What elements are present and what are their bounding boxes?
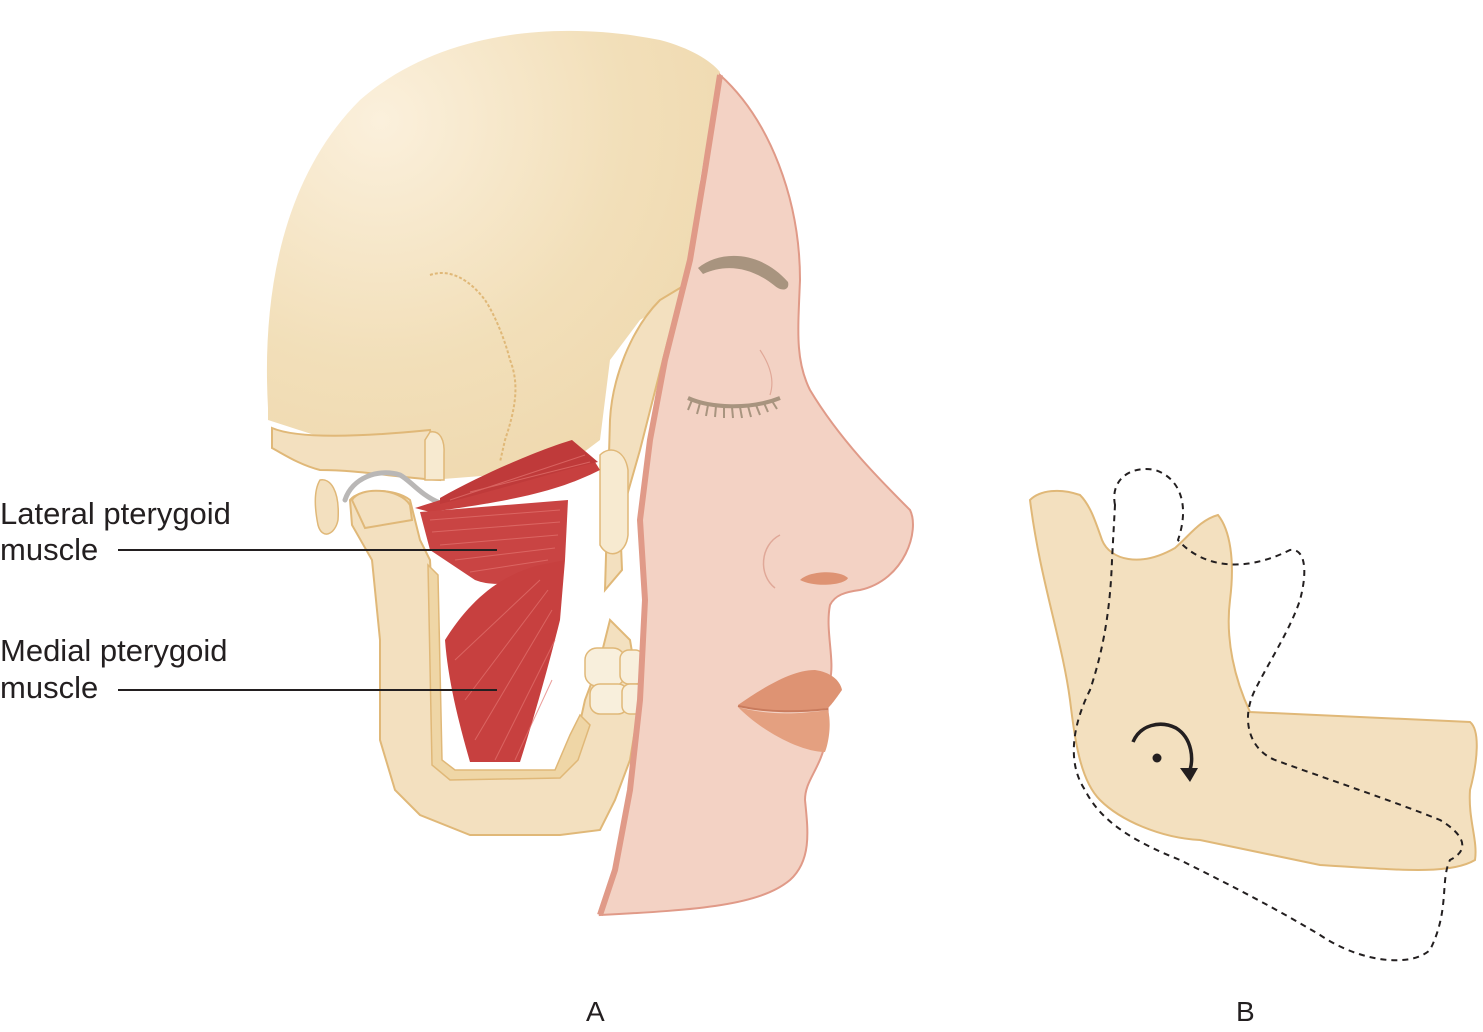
lateral-pterygoid-muscle [415,440,600,584]
panel-label-a: A [586,996,605,1027]
nose-ala [762,534,781,589]
articular-eminence [424,431,445,481]
nostril [800,572,848,585]
condyle [350,489,414,530]
eyelid-crease [759,349,773,396]
teeth [584,647,645,715]
skull-cranium [266,30,720,481]
face-skin [598,73,914,917]
mandible-solid [1028,489,1478,871]
medial-pterygoid-label-line2: muscle [0,670,99,705]
skin-cut-edge [597,74,723,916]
lateral-pterygoid-label-line1: Lateral pterygoid [0,496,231,531]
zygoma-knob [599,449,629,555]
mastoid-process [314,479,339,535]
articular-disc [342,470,443,506]
lips [737,670,842,752]
closed-eye [687,396,781,419]
mandible-cortex [427,563,591,781]
panel-label-b: B [1236,996,1255,1027]
eyebrow [698,255,789,290]
skull-face-bone [603,282,687,593]
panel-a-head [266,30,914,917]
cranial-suture [429,272,517,463]
panel-b-mandible-rotation [1028,468,1478,962]
clockwise-rotation-arrow-icon [1131,722,1198,782]
medial-pterygoid-label-line1: Medial pterygoid [0,633,228,668]
mandible-dashed-outline [1072,468,1464,962]
lateral-pterygoid-label-line2: muscle [0,532,99,567]
medial-pterygoid-muscle [445,560,565,762]
zygomatic-arch [271,426,442,482]
